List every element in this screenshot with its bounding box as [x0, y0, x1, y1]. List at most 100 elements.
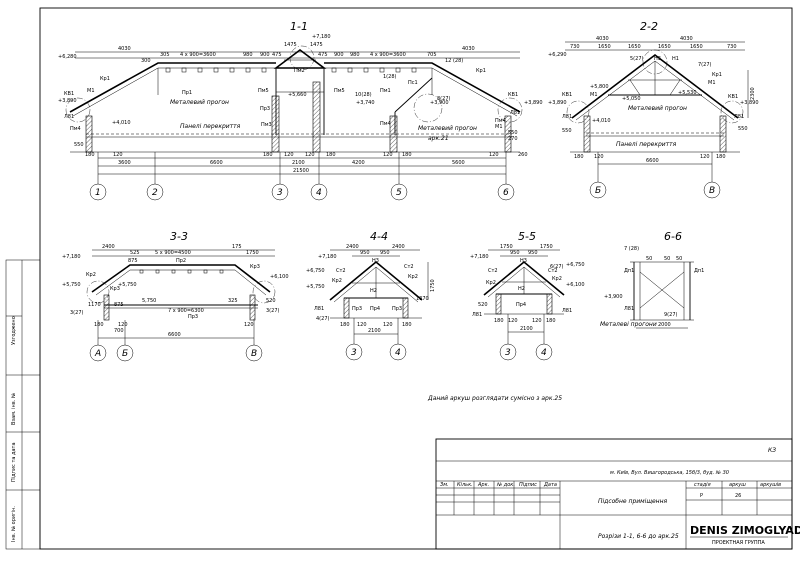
svg-text:+4,010: +4,010 — [592, 118, 611, 124]
svg-text:1750: 1750 — [540, 244, 553, 250]
svg-text:180: 180 — [85, 152, 95, 158]
svg-text:№ док.: № док. — [496, 482, 515, 488]
svg-text:120: 120 — [594, 154, 604, 160]
svg-text:Ст2: Ст2 — [404, 264, 414, 270]
svg-text:+5,750: +5,750 — [306, 284, 325, 290]
stamp-orig-inv: Інв. № оригін. — [11, 506, 17, 542]
svg-text:325: 325 — [228, 298, 238, 304]
section-2-2-title: 2-2 — [640, 20, 658, 33]
svg-text:705: 705 — [427, 52, 437, 58]
svg-text:875: 875 — [114, 302, 124, 308]
svg-text:Пр1: Пр1 — [182, 90, 192, 96]
svg-text:2000: 2000 — [658, 322, 671, 328]
svg-text:КВ1: КВ1 — [508, 92, 518, 98]
section-1-1-title: 1-1 — [290, 20, 308, 33]
svg-text:120: 120 — [383, 152, 393, 158]
svg-text:120: 120 — [305, 152, 315, 158]
svg-text:Пм1: Пм1 — [380, 88, 391, 94]
svg-text:аркуш: аркуш — [729, 482, 746, 488]
svg-text:950: 950 — [510, 250, 520, 256]
svg-text:Н3: Н3 — [520, 258, 527, 264]
svg-text:Пм3: Пм3 — [261, 122, 272, 128]
svg-text:4 x 900=3600: 4 x 900=3600 — [370, 52, 406, 58]
svg-text:Підпис: Підпис — [519, 482, 537, 488]
svg-text:3600: 3600 — [118, 160, 131, 166]
svg-text:+5,750: +5,750 — [118, 282, 137, 288]
svg-text:+6,280: +6,280 — [58, 54, 77, 60]
doc-code: КЗ — [768, 447, 776, 454]
svg-text:520: 520 — [266, 298, 276, 304]
svg-text:1(28): 1(28) — [383, 74, 396, 80]
svg-text:Дата: Дата — [543, 482, 557, 488]
svg-text:2300: 2300 — [750, 87, 756, 100]
svg-text:КВ1: КВ1 — [562, 92, 572, 98]
svg-text:Пр4: Пр4 — [370, 306, 380, 312]
svg-text:Пм5: Пм5 — [258, 88, 269, 94]
svg-text:Кр3: Кр3 — [110, 286, 120, 292]
section-4-4-title: 4-4 — [370, 230, 388, 243]
svg-text:2400: 2400 — [102, 244, 115, 250]
stamp-sign-date: Підпис та дата — [11, 442, 17, 482]
svg-text:+3,900: +3,900 — [430, 100, 449, 106]
svg-text:Пр3: Пр3 — [188, 314, 198, 320]
svg-text:Кр1: Кр1 — [712, 72, 722, 78]
svg-text:А: А — [94, 349, 101, 359]
svg-text:Н2: Н2 — [518, 286, 525, 292]
svg-text:Ст2: Ст2 — [336, 268, 346, 274]
svg-text:+5,050: +5,050 — [622, 96, 641, 102]
svg-text:Кр2: Кр2 — [86, 272, 96, 278]
svg-text:3: 3 — [277, 188, 283, 198]
svg-text:4: 4 — [316, 188, 322, 198]
svg-text:980: 980 — [243, 52, 253, 58]
svg-text:+3,890: +3,890 — [58, 98, 77, 104]
svg-text:5(27): 5(27) — [630, 56, 643, 62]
svg-text:950: 950 — [360, 250, 370, 256]
svg-text:120: 120 — [284, 152, 294, 158]
section-6-6: 6-6 7 (28) 50 50 50 Дп1 Дп1 Л81 9(27) +3… — [600, 230, 704, 329]
svg-text:180: 180 — [263, 152, 273, 158]
svg-text:Л81: Л81 — [472, 312, 482, 318]
svg-text:2100: 2100 — [520, 326, 533, 332]
svg-text:1650: 1650 — [658, 44, 671, 50]
svg-text:Пр3: Пр3 — [392, 306, 402, 312]
svg-text:Л81: Л81 — [734, 114, 744, 120]
svg-text:120: 120 — [508, 318, 518, 324]
svg-text:М1: М1 — [708, 80, 716, 86]
svg-text:175: 175 — [232, 244, 242, 250]
svg-text:Кр1: Кр1 — [100, 76, 110, 82]
s33-axes: А Б В — [89, 344, 263, 362]
svg-text:Л81: Л81 — [510, 110, 520, 116]
svg-text:Ст2: Ст2 — [548, 268, 558, 274]
svg-text:980: 980 — [350, 52, 360, 58]
svg-text:50: 50 — [664, 256, 670, 262]
svg-text:+5,800: +5,800 — [590, 84, 609, 90]
svg-text:700: 700 — [114, 328, 124, 334]
svg-text:6600: 6600 — [168, 332, 181, 338]
svg-text:Пм2: Пм2 — [294, 68, 305, 74]
svg-text:+6,100: +6,100 — [270, 274, 289, 280]
section-5-5-title: 5-5 — [518, 230, 536, 243]
svg-text:3: 3 — [505, 348, 511, 358]
svg-text:26: 26 — [735, 493, 741, 499]
svg-text:1650: 1650 — [690, 44, 703, 50]
svg-text:4(27): 4(27) — [316, 316, 329, 322]
brand-sub: ПРОЕКТНАЯ ГРУППА — [712, 540, 765, 546]
sheet-note: Даний аркуш розглядати сумісно з арк.25 — [427, 395, 562, 402]
svg-text:730: 730 — [570, 44, 580, 50]
svg-text:3: 3 — [351, 348, 357, 358]
svg-text:Арк.: Арк. — [477, 482, 489, 488]
svg-text:Пр4: Пр4 — [516, 302, 526, 308]
svg-text:900: 900 — [334, 52, 344, 58]
s44-axes: 3 4 — [345, 343, 407, 361]
svg-text:Пс1: Пс1 — [408, 80, 418, 86]
svg-text:+3,890: +3,890 — [548, 100, 567, 106]
svg-text:180: 180 — [494, 318, 504, 324]
svg-text:Дп1: Дп1 — [624, 268, 634, 274]
svg-text:120: 120 — [118, 322, 128, 328]
svg-text:стадія: стадія — [694, 482, 711, 488]
svg-text:50: 50 — [676, 256, 682, 262]
svg-text:260: 260 — [518, 152, 528, 158]
svg-text:Кр2: Кр2 — [332, 278, 342, 284]
svg-text:Кр2: Кр2 — [408, 274, 418, 280]
svg-text:1475: 1475 — [310, 42, 323, 48]
